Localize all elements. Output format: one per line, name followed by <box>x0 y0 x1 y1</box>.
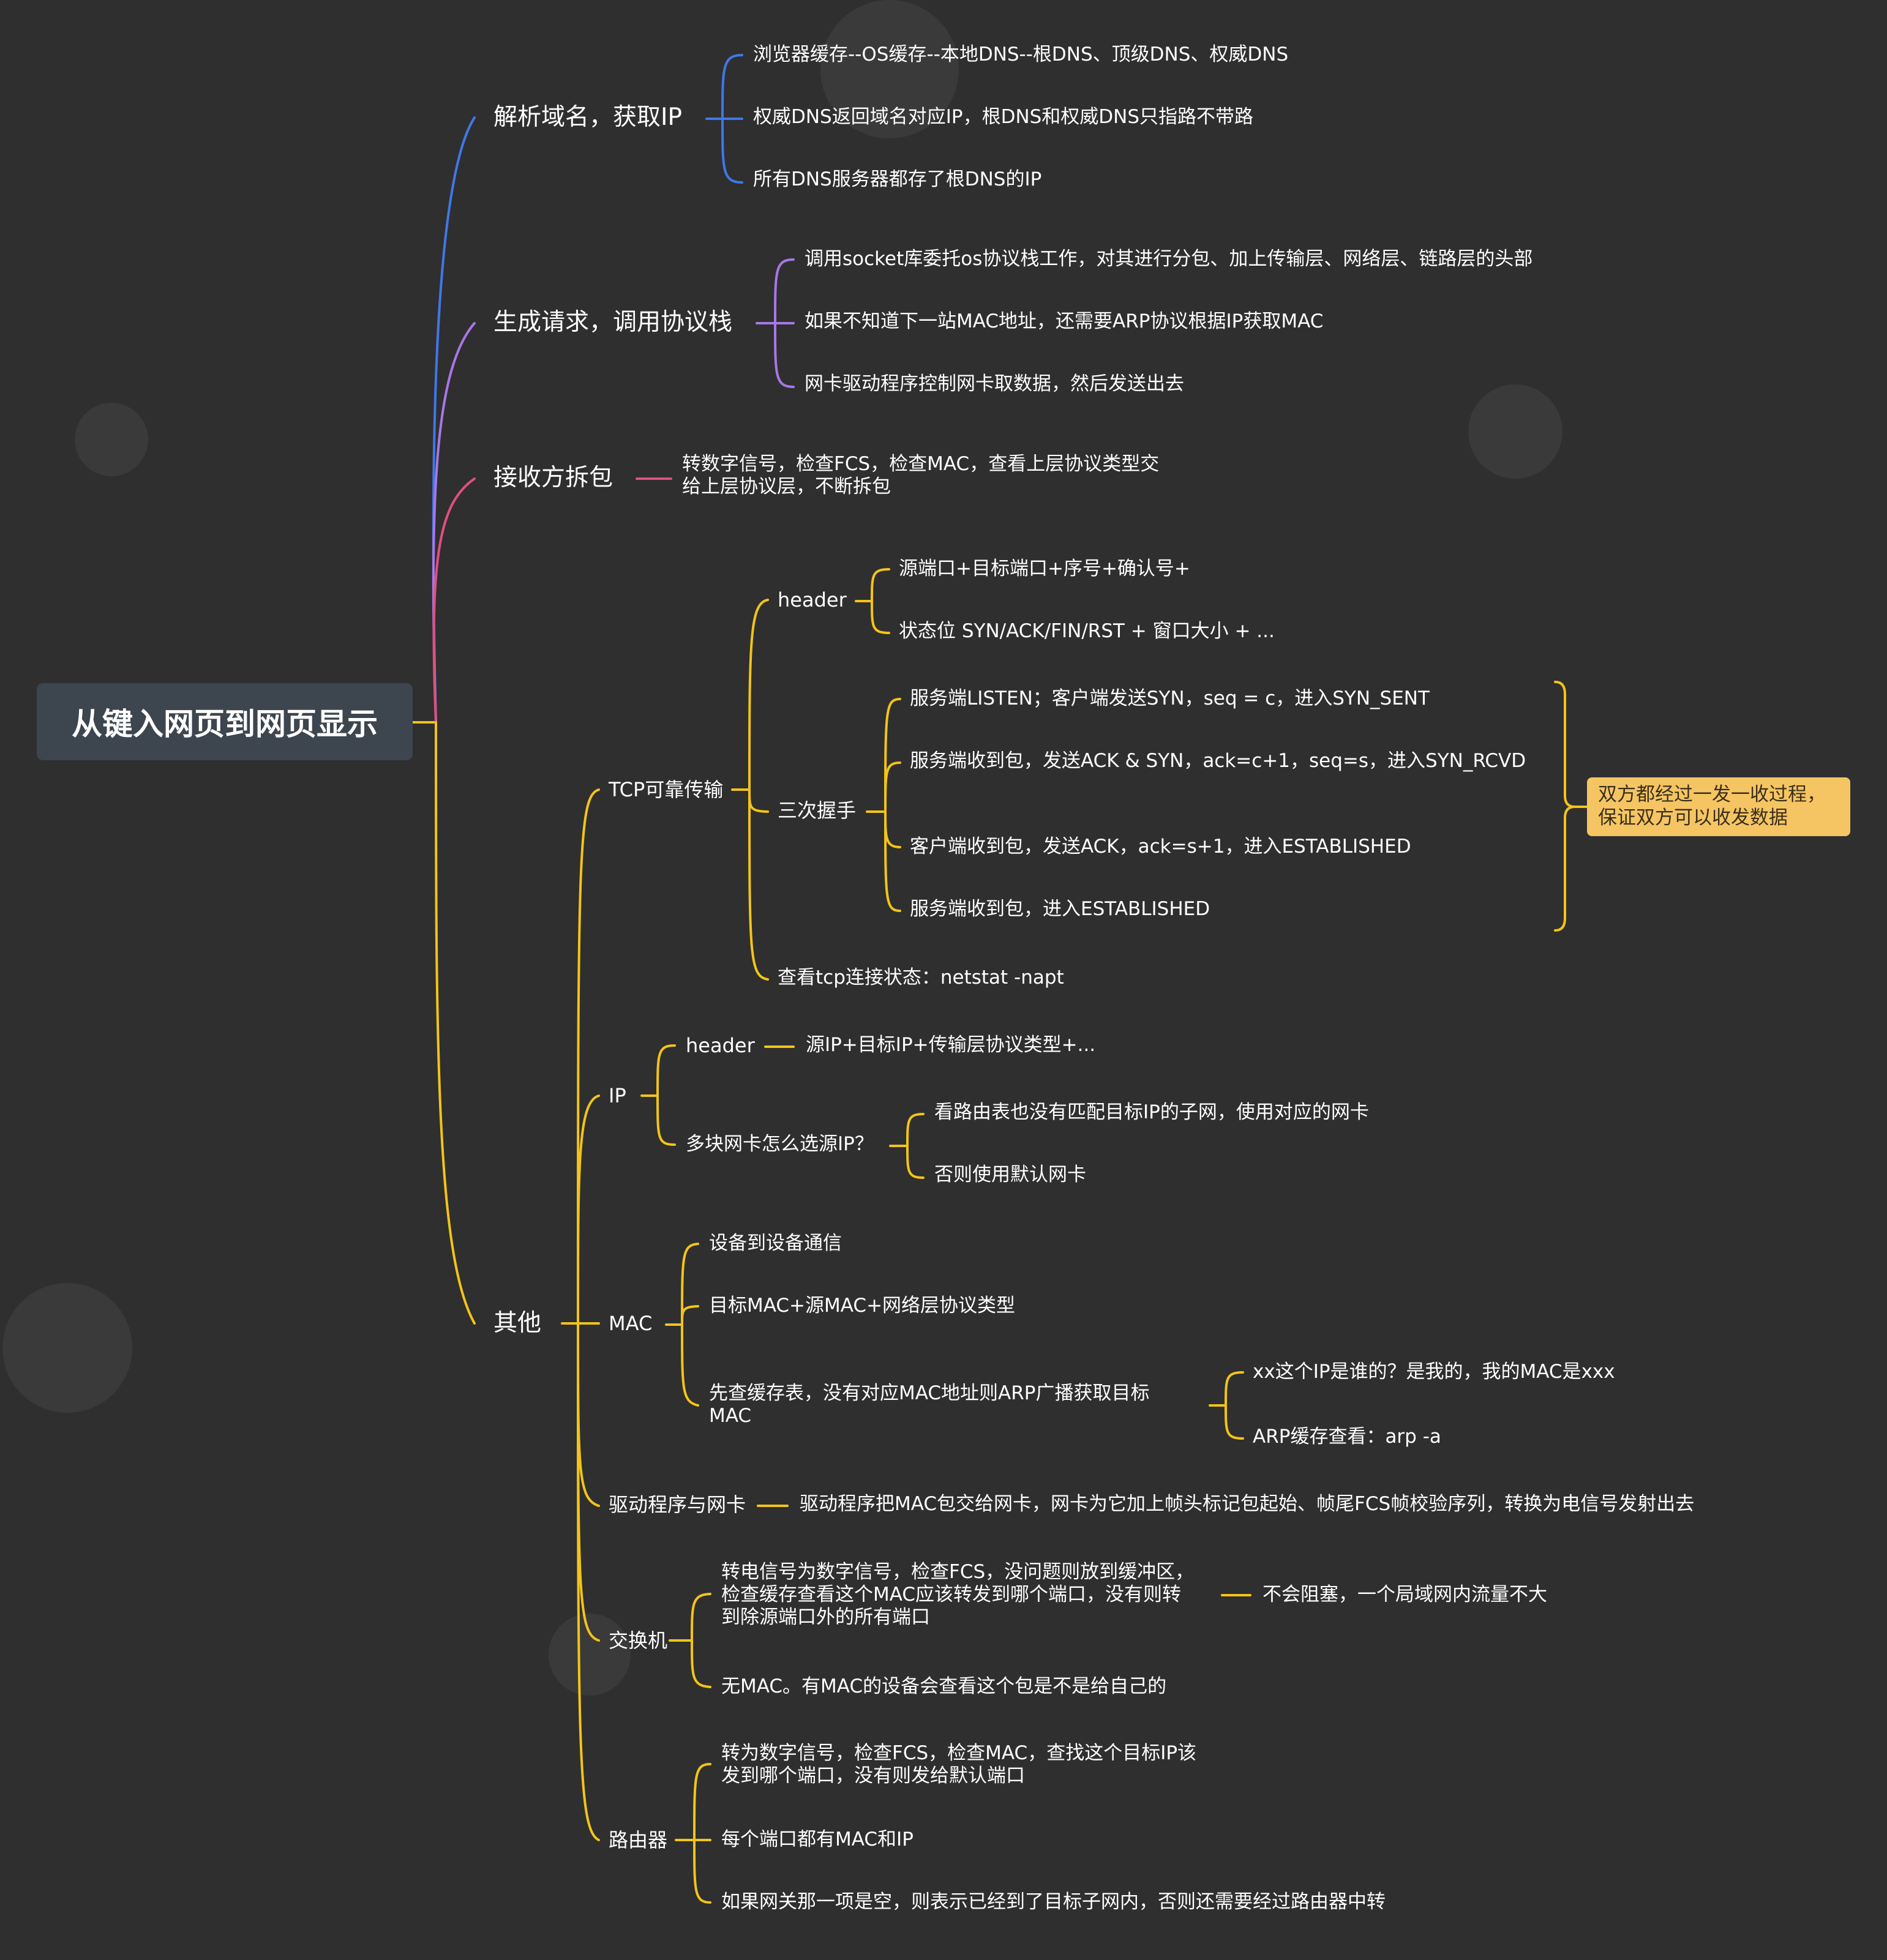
handshake-summary-note[interactable]: 双方都经过一发一收过程， 保证双方可以收发数据 <box>1587 777 1850 836</box>
router-node[interactable]: 路由器 <box>609 1828 668 1852</box>
multi-nic-node[interactable]: 多块网卡怎么选源IP？ <box>686 1133 874 1155</box>
root-node-label: 从键入网页到网页显示 <box>72 706 378 742</box>
decor-circle <box>2 1283 132 1413</box>
request-item[interactable]: 如果不知道下一站MAC地址，还需要ARP协议根据IP获取MAC <box>805 310 1324 332</box>
tcp-header-item[interactable]: 源端口+目标端口+序号+确认号+ <box>899 558 1190 580</box>
handshake-item[interactable]: 服务端LISTEN；客户端发送SYN，seq = c，进入SYN_SENT <box>910 687 1430 709</box>
decor-circle <box>820 0 959 138</box>
ip-header-node[interactable]: header <box>686 1034 755 1057</box>
mac-item[interactable]: 设备到设备通信 <box>709 1232 842 1254</box>
branch-request[interactable]: 生成请求，调用协议栈 <box>493 309 733 336</box>
multi-nic-item[interactable]: 看路由表也没有匹配目标IP的子网，使用对应的网卡 <box>934 1101 1369 1123</box>
handshake-item[interactable]: 服务端收到包，进入ESTABLISHED <box>910 898 1210 920</box>
switch-item[interactable]: 无MAC。有MAC的设备会查看这个包是不是给自己的 <box>721 1675 1167 1697</box>
tcp-node[interactable]: TCP可靠传输 <box>609 778 724 801</box>
branch-dns[interactable]: 解析域名，获取IP <box>493 103 683 131</box>
tcp-netstat-item[interactable]: 查看tcp连接状态：netstat -napt <box>778 967 1064 989</box>
arp-item[interactable]: xx这个IP是谁的？是我的，我的MAC是xxx <box>1253 1361 1615 1383</box>
handshake-item[interactable]: 服务端收到包，发送ACK & SYN，ack=c+1，seq=s，进入SYN_R… <box>910 750 1526 772</box>
tcp-header-node[interactable]: header <box>778 588 847 612</box>
driver-node[interactable]: 驱动程序与网卡 <box>609 1493 746 1516</box>
switch-item-child[interactable]: 不会阻塞，一个局域网内流量不大 <box>1262 1584 1547 1606</box>
decor-circle <box>549 1614 631 1696</box>
handshake-item[interactable]: 客户端收到包，发送ACK，ack=s+1，进入ESTABLISHED <box>910 836 1411 858</box>
request-item[interactable]: 网卡驱动程序控制网卡取数据，然后发送出去 <box>805 373 1184 395</box>
tcp-header-item[interactable]: 状态位 SYN/ACK/FIN/RST + 窗口大小 + ... <box>899 620 1275 642</box>
ip-header-item[interactable]: 源IP+目标IP+传输层协议类型+... <box>806 1034 1096 1056</box>
mac-item[interactable]: 目标MAC+源MAC+网络层协议类型 <box>709 1295 1016 1317</box>
switch-item[interactable]: 转电信号为数字信号，检查FCS，没问题则放到缓冲区， 检查缓存查看这个MAC应该… <box>721 1561 1195 1629</box>
switch-node[interactable]: 交换机 <box>609 1629 668 1652</box>
decor-circle <box>75 403 148 476</box>
driver-item[interactable]: 驱动程序把MAC包交给网卡，网卡为它加上帧头标记包起始、帧尾FCS帧校验序列，转… <box>800 1493 1695 1515</box>
router-item[interactable]: 如果网关那一项是空，则表示已经到了目标子网内，否则还需要经过路由器中转 <box>721 1891 1386 1913</box>
ip-node[interactable]: IP <box>609 1084 626 1107</box>
branch-receive[interactable]: 接收方拆包 <box>493 464 613 492</box>
arp-node[interactable]: 先查缓存表，没有对应MAC地址则ARP广播获取目标 MAC <box>709 1382 1150 1427</box>
receive-item[interactable]: 转数字信号，检查FCS，检查MAC，查看上层协议类型交 给上层协议层，不断拆包 <box>682 453 1160 498</box>
arp-item[interactable]: ARP缓存查看：arp -a <box>1253 1426 1441 1448</box>
decor-circle <box>1468 384 1562 479</box>
dns-item[interactable]: 权威DNS返回域名对应IP，根DNS和权威DNS只指路不带路 <box>753 106 1254 128</box>
request-item[interactable]: 调用socket库委托os协议栈工作，对其进行分包、加上传输层、网络层、链路层的… <box>805 248 1533 270</box>
handshake-node[interactable]: 三次握手 <box>778 799 857 822</box>
root-node[interactable]: 从键入网页到网页显示 <box>37 683 413 760</box>
multi-nic-item[interactable]: 否则使用默认网卡 <box>934 1164 1086 1186</box>
branch-other[interactable]: 其他 <box>493 1309 542 1337</box>
router-item[interactable]: 转为数字信号，检查FCS，检查MAC，查找这个目标IP该 发到哪个端口，没有则发… <box>721 1742 1197 1787</box>
dns-item[interactable]: 浏览器缓存--OS缓存--本地DNS--根DNS、顶级DNS、权威DNS <box>753 43 1289 65</box>
dns-item[interactable]: 所有DNS服务器都存了根DNS的IP <box>753 168 1042 190</box>
router-item[interactable]: 每个端口都有MAC和IP <box>721 1828 913 1850</box>
mac-node[interactable]: MAC <box>609 1312 653 1335</box>
